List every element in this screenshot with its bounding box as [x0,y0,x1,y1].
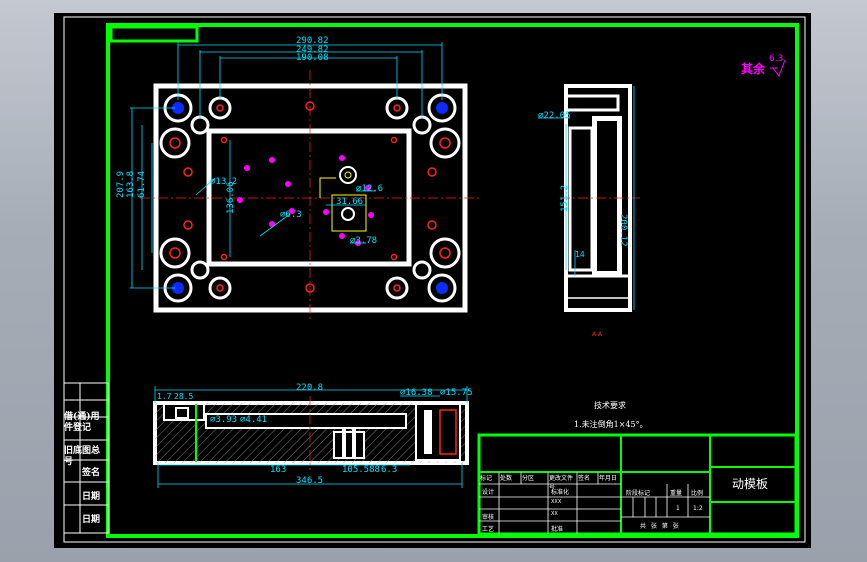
front-view [153,386,469,488]
part-name: 动模板 [732,477,769,491]
dim-top-3: 190.08 [296,53,329,63]
tb-change: 更改文件号 [549,475,574,491]
ls-f: 日期 [82,492,101,502]
tb-review: 审核 [482,514,495,521]
side-view [538,84,640,312]
side-dim-1: ⌀22.05 [538,111,571,121]
tb-design: 设计 [482,489,495,496]
tb-count: 处数 [500,475,513,482]
front-dim-c: ⌀3.93 [210,415,238,425]
front-dim-top-total: 220.8 [296,383,324,393]
dim-hole-1: ⌀13.2 [210,177,238,187]
tb-scale: 比例 [691,490,704,497]
tb-sheet-info: 共 张 第 张 [640,523,679,530]
tb-zone: 分区 [522,475,535,482]
front-dim-a: ⌀16.38 [400,388,433,398]
dim-left-2: 163.8 [126,170,136,198]
front-dim-f: 1.7 [157,392,172,401]
surface-finish-value: 6.3 [769,54,784,64]
green-frame [106,23,799,538]
dim-left-1: 207.9 [116,170,126,198]
tb-approve: 批准 [551,526,564,533]
tech-req-item: 1.未注倒角1×45°。 [574,420,648,429]
roughness-symbol [772,59,786,78]
tb-stage-mark: 阶段标记 [626,490,651,497]
title-block-revision-row: 标记 处数 分区 更改文件号 签名 年月日 [480,473,622,491]
front-dim-e: 28.5 [174,392,194,401]
tb-mark: 标记 [480,475,493,482]
left-strip [63,382,109,534]
ls-g: 日期 [82,515,101,525]
tb-std-sub1: XXX [551,499,562,505]
top-view [130,42,480,322]
dim-hole-4: ⌀3.78 [350,236,378,246]
tech-req-title: 技术要求 [594,401,626,410]
tb-qty: 1 [676,505,680,512]
tb-sign: 签名 [578,475,591,482]
front-dim-h: 105.588 [342,465,380,475]
ls-e: 签名 [82,468,101,478]
dim-hole-3: ⌀6.3 [280,210,302,220]
side-dim-2: 151.2 [560,184,570,212]
side-dim-3: 200.12 [618,214,628,247]
surface-finish-label: 其余 [741,62,766,76]
front-dim-g: 163 [270,465,287,475]
side-dim-4: 14 [575,250,585,259]
section-label: A-A [592,331,603,338]
tb-standard: 标准化 [551,489,570,496]
dim-left-3: 61.74 [137,170,147,198]
tb-process: 工艺 [482,526,495,533]
ls-a: 借(通)用 [64,412,100,422]
ls-b: 件登记 [64,423,92,433]
ls-d: 号 [64,457,74,467]
front-dim-b: ⌀15.75 [440,388,473,398]
code-box [109,25,199,43]
ls-c: 旧底图总 [64,446,101,456]
tb-date: 年月日 [599,475,618,482]
front-dim-bottom-total: 346.5 [296,476,324,486]
tb-weight: 重量 [670,490,683,497]
title-block [477,433,798,536]
tb-ratio: 1:2 [693,505,703,512]
tb-std-sub2: XX [551,511,558,517]
dim-hole-2: ⌀12.6 [356,184,384,194]
dim-top-2: 249.82 [296,45,329,55]
sheet-border [63,16,806,543]
dim-x1: 31.66 [336,197,364,207]
front-dim-i: 6.3 [381,465,398,475]
front-dim-d: ⌀4.41 [240,415,268,425]
dim-top-1: 290.82 [296,36,329,46]
